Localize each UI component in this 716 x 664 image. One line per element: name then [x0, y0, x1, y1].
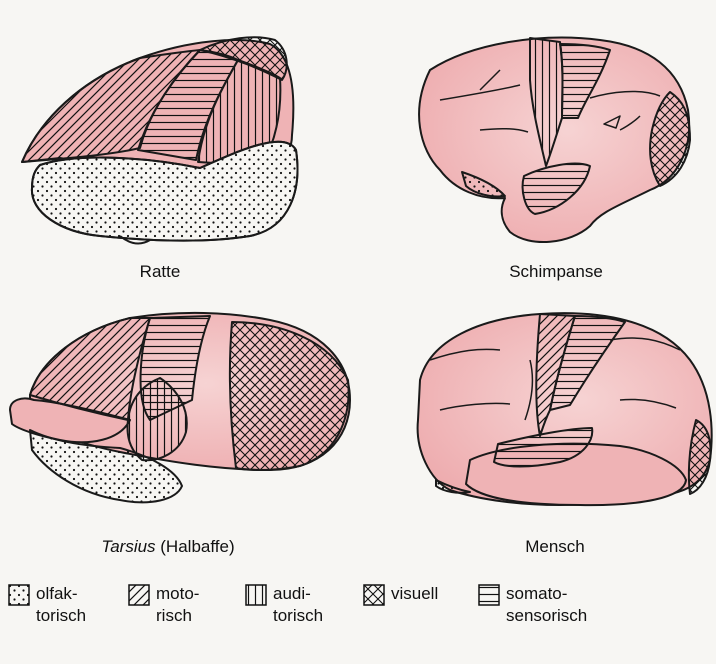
tarsius-olfactory-area [29, 429, 183, 504]
legend-text-somatosensorisch: somato-sensorisch [506, 584, 588, 625]
olfactory-swatch-icon [8, 584, 30, 606]
legend-item-auditorisch: audi-torisch [245, 583, 323, 627]
tarsius-motor-area [29, 317, 151, 421]
visual-swatch-icon [363, 584, 385, 606]
tarsius-visual-area [228, 321, 350, 471]
chimp-auditory-area [521, 162, 591, 215]
label-tarsius-suffix: (Halbaffe) [156, 537, 235, 556]
label-ratte: Ratte [140, 262, 181, 281]
chimp-olfactory-area [461, 171, 506, 198]
tarsius-auditory-area [126, 377, 188, 462]
legend-item-somatosensorisch: somato-sensorisch [478, 583, 587, 627]
legend-text-auditorisch: audi-torisch [273, 584, 324, 625]
legend-text-visuell: visuell [391, 584, 439, 603]
legend-item-motorisch: moto-risch [128, 583, 199, 627]
human-olfactory-area [435, 479, 471, 494]
brain-rat [21, 36, 299, 245]
label-tarsius: Tarsius (Halbaffe) [101, 537, 234, 556]
brain-tarsius [9, 311, 351, 504]
somatosensory-swatch-icon [478, 584, 500, 606]
human-visual-area [687, 419, 712, 495]
legend-text-motorisch: moto-risch [156, 584, 200, 625]
legend-text-olfaktorisch: olfak-torisch [36, 584, 87, 625]
human-auditory-area [493, 427, 594, 468]
chimp-visual-area [649, 91, 691, 187]
motor-swatch-icon [128, 584, 150, 606]
auditory-swatch-icon [245, 584, 267, 606]
label-tarsius-genus: Tarsius [101, 537, 156, 556]
brain-chimpanzee [418, 36, 691, 243]
label-schimpanse: Schimpanse [509, 262, 603, 281]
legend-item-olfaktorisch: olfak-torisch [8, 583, 86, 627]
label-mensch: Mensch [525, 537, 585, 556]
legend-item-visuell: visuell [363, 583, 438, 606]
chimp-motor-area [529, 37, 564, 167]
rat-visual-area [199, 36, 288, 81]
brain-human [416, 312, 713, 507]
human-motor-area [535, 313, 576, 437]
